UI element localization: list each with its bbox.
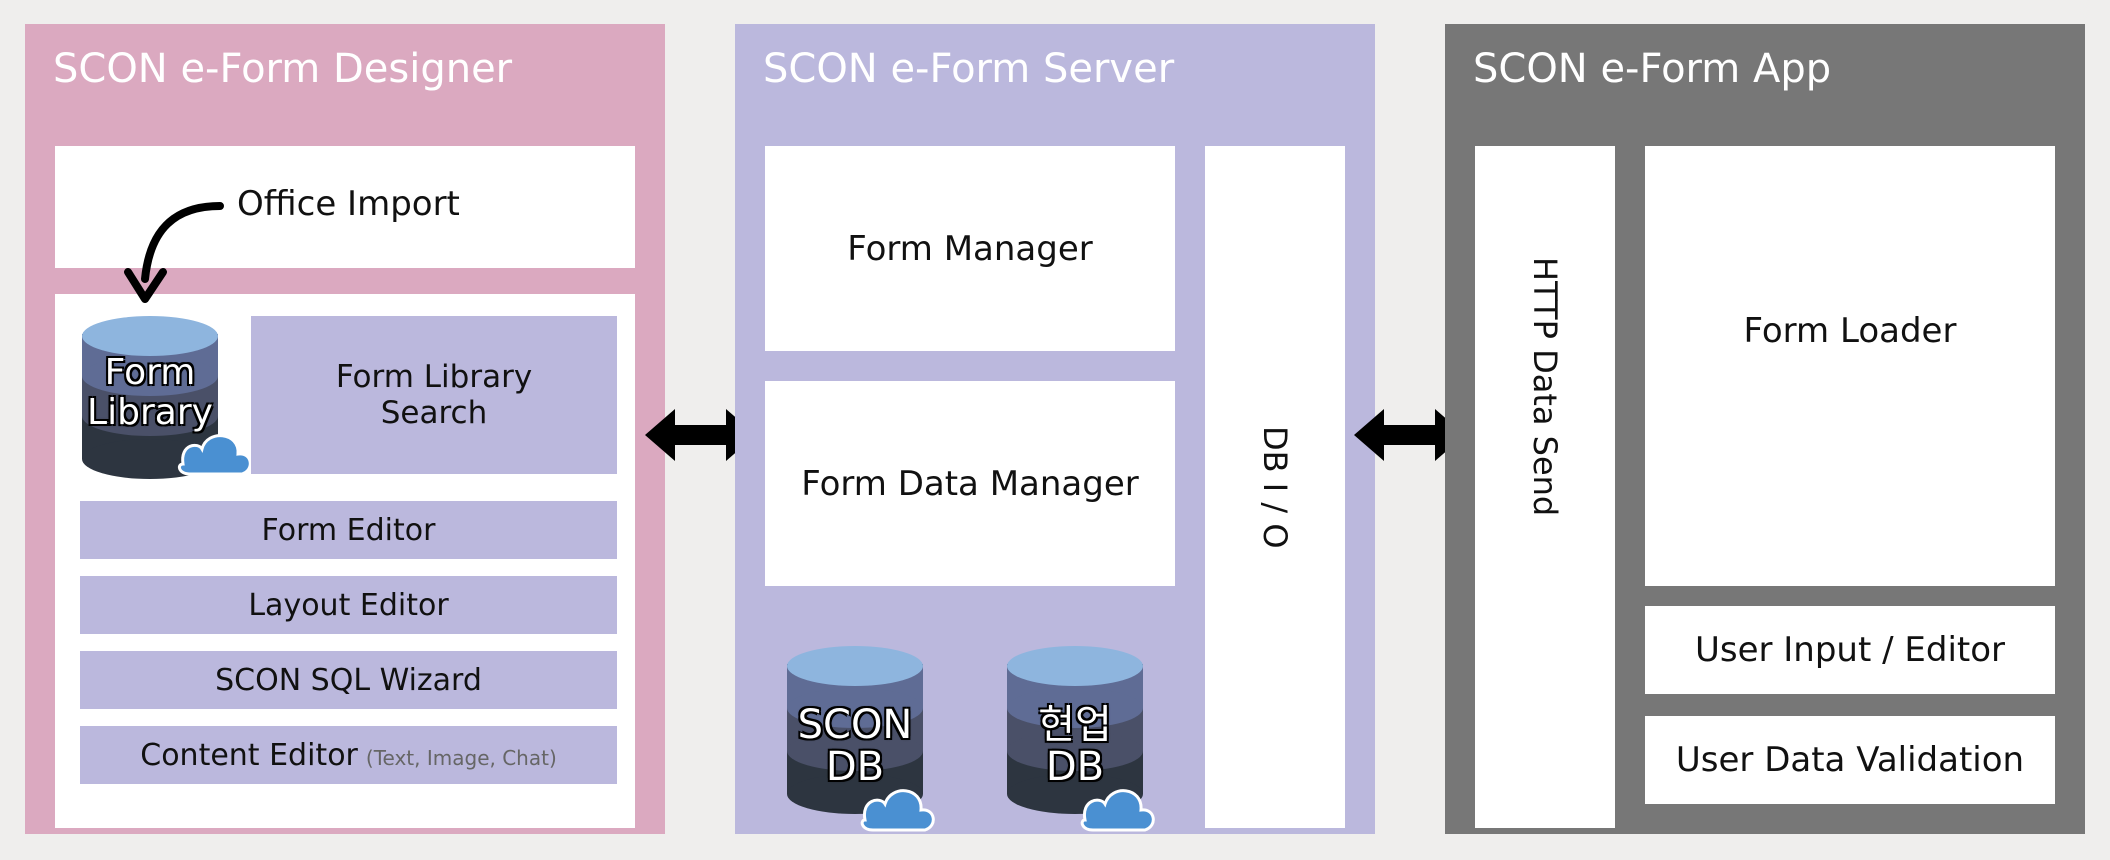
form-library-db-icon: Form Library	[80, 314, 255, 479]
designer-panel: SCON e-Form Designer Office Import Form …	[25, 24, 665, 834]
designer-title: SCON e-Form Designer	[53, 46, 513, 92]
layout-editor-label: Layout Editor	[248, 587, 449, 623]
form-library-search-line2: Search	[380, 395, 488, 431]
user-data-validation-box: User Data Validation	[1645, 716, 2055, 804]
form-editor-box: Form Editor	[80, 501, 617, 559]
db-io-label: DB I / O	[1256, 425, 1294, 549]
sql-wizard-box: SCON SQL Wizard	[80, 651, 617, 709]
form-manager-box: Form Manager	[765, 146, 1175, 351]
server-app-arrow-icon	[1354, 409, 1465, 461]
server-title: SCON e-Form Server	[763, 46, 1175, 92]
form-loader-box: Form Loader	[1645, 146, 2055, 586]
app-title: SCON e-Form App	[1473, 46, 1832, 92]
user-input-editor-box: User Input / Editor	[1645, 606, 2055, 694]
user-input-editor-label: User Input / Editor	[1694, 630, 2006, 670]
content-editor-box: Content Editor (Text, Image, Chat)	[80, 726, 617, 784]
content-editor-note: (Text, Image, Chat)	[365, 746, 557, 770]
designer-server-arrow-icon	[645, 409, 756, 461]
business-db-line1: 현업	[1038, 702, 1112, 748]
office-import-label: Office Import	[237, 184, 460, 224]
form-data-manager-box: Form Data Manager	[765, 381, 1175, 586]
form-library-search-line1: Form Library	[335, 359, 533, 395]
layout-editor-box: Layout Editor	[80, 576, 617, 634]
user-data-validation-label: User Data Validation	[1675, 740, 2025, 780]
app-panel: SCON e-Form App HTTP Data Send Form Load…	[1445, 24, 2085, 834]
server-panel: SCON e-Form Server Form Manager Form Dat…	[735, 24, 1375, 834]
form-data-manager-label: Form Data Manager	[801, 463, 1139, 504]
form-editor-label: Form Editor	[261, 512, 436, 548]
form-library-line2: Library	[87, 392, 213, 433]
sql-wizard-label: SCON SQL Wizard	[215, 662, 482, 698]
business-db-icon: 현업 DB	[1005, 642, 1165, 832]
content-editor-label: Content Editor	[140, 737, 358, 773]
business-db-line2: DB	[1045, 744, 1105, 790]
scon-db-icon: SCON DB	[785, 642, 945, 832]
form-library-search-box: Form Library Search	[251, 316, 617, 474]
scon-db-line2: DB	[825, 744, 885, 790]
form-loader-label: Form Loader	[1743, 311, 1957, 351]
form-manager-label: Form Manager	[847, 228, 1093, 269]
import-arrow-icon	[124, 202, 224, 303]
http-data-send-label: HTTP Data Send	[1526, 257, 1564, 517]
scon-db-line1: SCON	[797, 702, 913, 748]
db-io-box: DB I / O	[1205, 146, 1345, 828]
http-data-send-box: HTTP Data Send	[1475, 146, 1615, 828]
form-library-line1: Form	[104, 352, 196, 393]
